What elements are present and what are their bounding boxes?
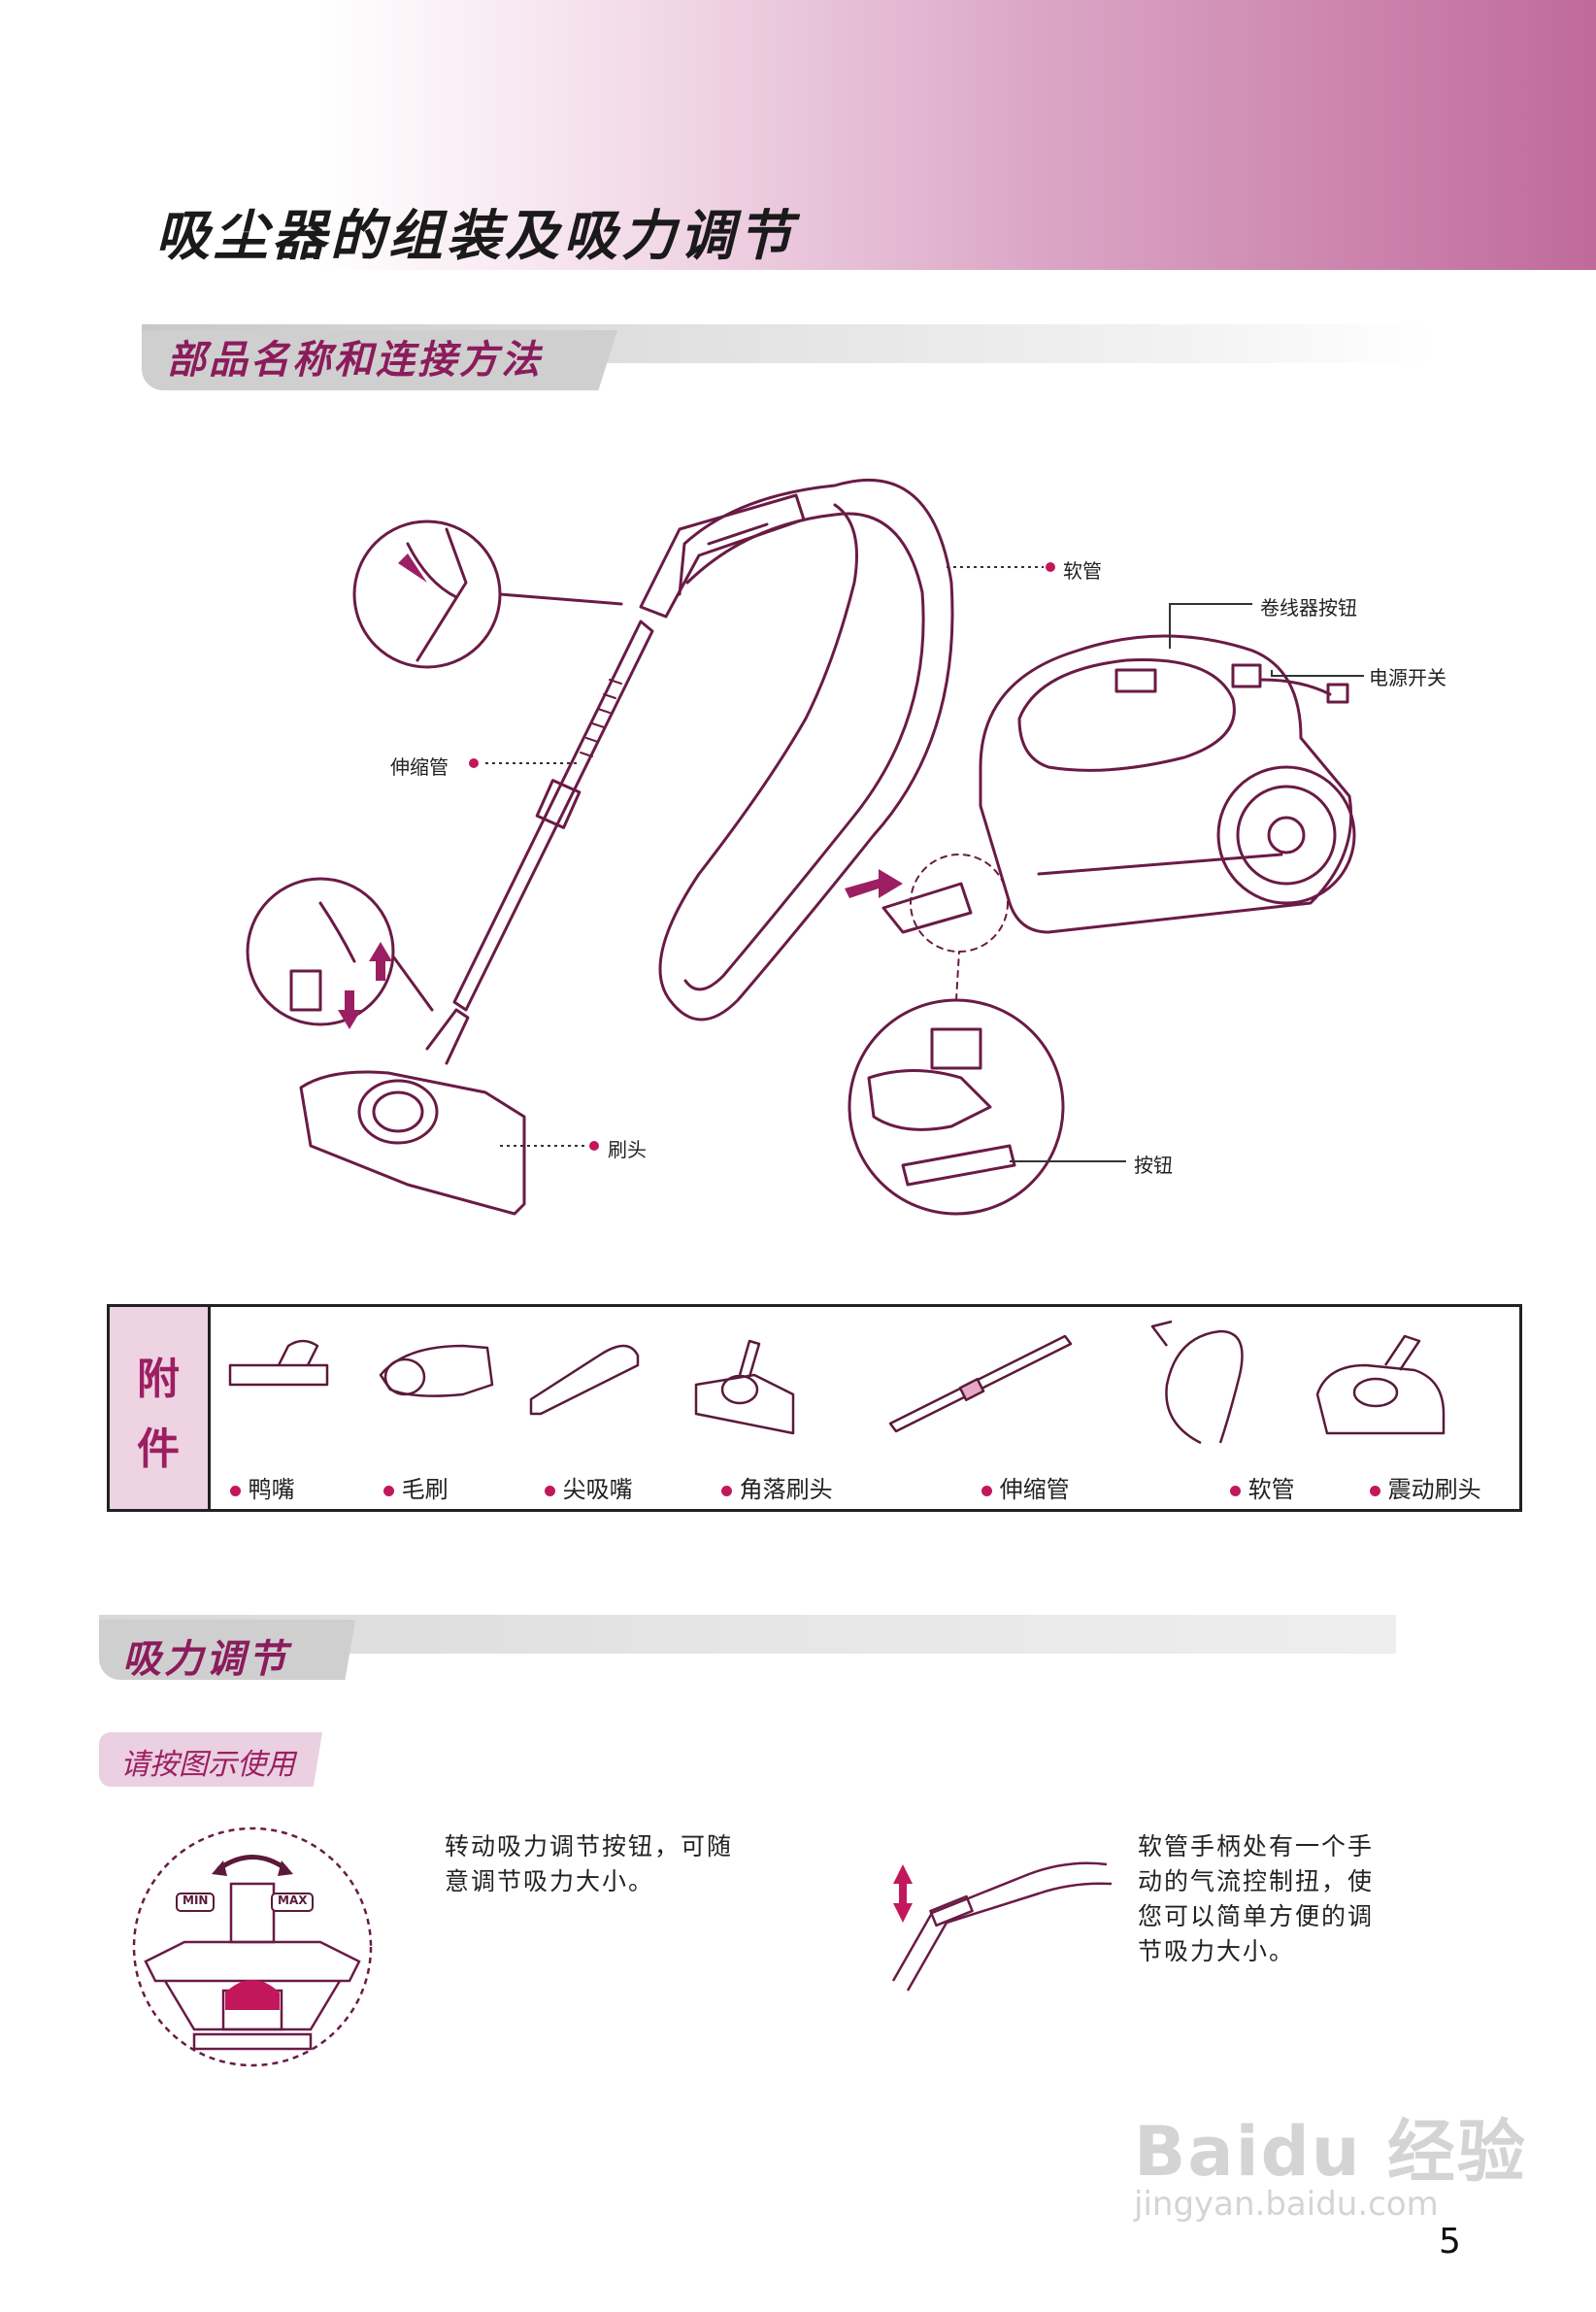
crevice-nozzle-icon: [529, 1344, 640, 1416]
accessory-label-hose: 软管: [1230, 1470, 1295, 1504]
hose-icon: [1165, 1329, 1244, 1445]
arrow-down: [338, 990, 361, 1029]
accessories-title-2: 件: [137, 1424, 180, 1474]
bullet-icon: [383, 1485, 394, 1496]
accessory-label-corner: 角落刷头: [721, 1470, 833, 1504]
duck-nozzle-icon: [228, 1339, 329, 1387]
vacuum-body: [979, 634, 1353, 934]
telescopic-pipe: [452, 620, 654, 1012]
max-label: MAX: [278, 1893, 308, 1907]
section1-title: 部品名称和连接方法: [167, 338, 543, 383]
vacuum-assembly-diagram: [246, 478, 1364, 1216]
accessory-label-duck: 鸭嘴: [230, 1470, 295, 1504]
section2-title: 吸力调节: [122, 1637, 289, 1682]
arrow-topleft-in: [398, 553, 427, 583]
callout-telescopic-pipe: 伸缩管: [390, 755, 449, 779]
watermark-url: jingyan.baidu.com: [1134, 2185, 1439, 2224]
bullet-icon: [230, 1485, 241, 1496]
hose-inner: [683, 512, 925, 991]
callout-power-switch: 电源开关: [1369, 666, 1446, 689]
section2-tab: [99, 1620, 355, 1680]
callout-button: 按钮: [1134, 1154, 1173, 1177]
callout-brush-head: 刷头: [608, 1138, 647, 1161]
brush-head: [299, 1070, 526, 1216]
accessory-icons: [228, 1320, 1446, 1445]
accessories-title-1: 附: [137, 1355, 180, 1404]
section2-subtitle: 请按图示使用: [120, 1748, 295, 1782]
section2-subtab: [99, 1732, 322, 1787]
accessory-label-brush: 毛刷: [383, 1470, 449, 1504]
min-label: MIN: [183, 1893, 209, 1907]
telescopic-pipe-icon: [888, 1334, 1073, 1433]
page-number: 5: [1439, 2222, 1461, 2262]
callout-hose: 软管: [1063, 559, 1102, 583]
bullet-icon: [1370, 1485, 1380, 1496]
hose-outer: [658, 478, 954, 1022]
suction-dial-diagram: [132, 1826, 373, 2067]
corner-brush-icon: [694, 1373, 795, 1435]
suction-text-left: 转动吸力调节按钮，可随意调节吸力大小。: [445, 1832, 734, 1895]
header-band: [0, 0, 1596, 270]
bullet-icon: [721, 1485, 732, 1496]
bullet-icon: [545, 1485, 555, 1496]
arrow-hose-connect: [845, 869, 903, 898]
page-title: 吸尘器的组装及吸力调节: [155, 205, 796, 268]
suction-text-right: 软管手柄处有一个手动的气流控制扭，使您可以简单方便的调节吸力大小。: [1138, 1832, 1375, 1965]
accessory-label-pipe: 伸缩管: [981, 1470, 1070, 1504]
section1-tab: [142, 330, 617, 390]
accessories-box: 附 件 鸭嘴 毛刷 尖吸嘴 角落刷头: [107, 1304, 1522, 1512]
accessories-side: 附 件: [110, 1307, 211, 1509]
watermark-brand: Baidu 经验: [1134, 2112, 1527, 2192]
bullet-icon: [981, 1485, 992, 1496]
brush-icon: [379, 1344, 494, 1397]
hose-handle: [639, 493, 806, 619]
hose-handle-diagram: [891, 1861, 1113, 1992]
arrow-up: [369, 942, 392, 981]
bullet-icon: [1230, 1485, 1241, 1496]
power-brush-icon: [1315, 1363, 1446, 1435]
slide-arrow-icon: [893, 1864, 913, 1923]
accessory-label-power-brush: 震动刷头: [1370, 1470, 1481, 1504]
accessory-label-crevice: 尖吸嘴: [545, 1470, 633, 1504]
callout-cord-button: 卷线器按钮: [1260, 596, 1357, 620]
rotate-arrow-icon: [216, 1855, 288, 1872]
